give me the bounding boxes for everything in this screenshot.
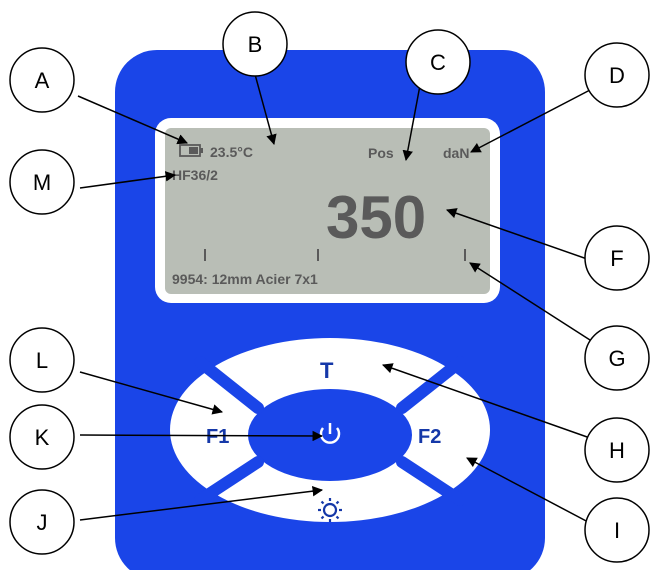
f2-key[interactable]: F2 — [418, 426, 441, 448]
t-key[interactable]: T — [320, 358, 334, 383]
svg-text:L: L — [36, 348, 48, 373]
svg-text:A: A — [35, 68, 50, 93]
svg-text:K: K — [35, 425, 50, 450]
callout-g: G — [584, 325, 650, 391]
callout-k: K — [9, 404, 75, 470]
temperature-readout: 23.5°C — [210, 144, 253, 160]
battery-icon — [179, 144, 203, 157]
callout-d: D — [584, 42, 650, 108]
f1-key[interactable]: F1 — [206, 426, 229, 448]
callout-h: H — [584, 417, 650, 483]
callout-i: I — [584, 497, 650, 563]
svg-text:C: C — [430, 50, 446, 75]
scale-ticks — [204, 249, 466, 261]
lcd-screen — [165, 128, 490, 294]
svg-text:B: B — [248, 32, 263, 57]
keypad: T F1 F2 — [170, 338, 490, 522]
main-reading: 350 — [326, 184, 426, 251]
callout-f: F — [584, 225, 650, 291]
svg-text:J: J — [37, 510, 48, 535]
callout-b: B — [222, 11, 288, 77]
svg-text:G: G — [608, 346, 625, 371]
leader-lines — [77, 66, 591, 524]
channel-readout: HF36/2 — [172, 167, 218, 183]
callout-j: J — [9, 489, 75, 555]
svg-text:M: M — [33, 170, 51, 195]
svg-text:H: H — [609, 438, 625, 463]
mode-readout: Pos — [368, 145, 394, 161]
sun-icon[interactable] — [318, 498, 342, 522]
svg-text:F: F — [610, 246, 623, 271]
callout-c: C — [405, 29, 471, 95]
callout-a: A — [9, 47, 75, 113]
status-line: 9954: 12mm Acier 7x1 — [172, 271, 318, 287]
callout-m: M — [9, 149, 75, 215]
callout-l: L — [9, 327, 75, 393]
keypad-separators — [194, 356, 466, 506]
callouts: A B C D M F G L — [9, 11, 650, 563]
svg-text:I: I — [614, 518, 620, 543]
keypad-center[interactable] — [248, 389, 412, 481]
unit-readout: daN — [443, 145, 469, 161]
svg-text:D: D — [609, 63, 625, 88]
